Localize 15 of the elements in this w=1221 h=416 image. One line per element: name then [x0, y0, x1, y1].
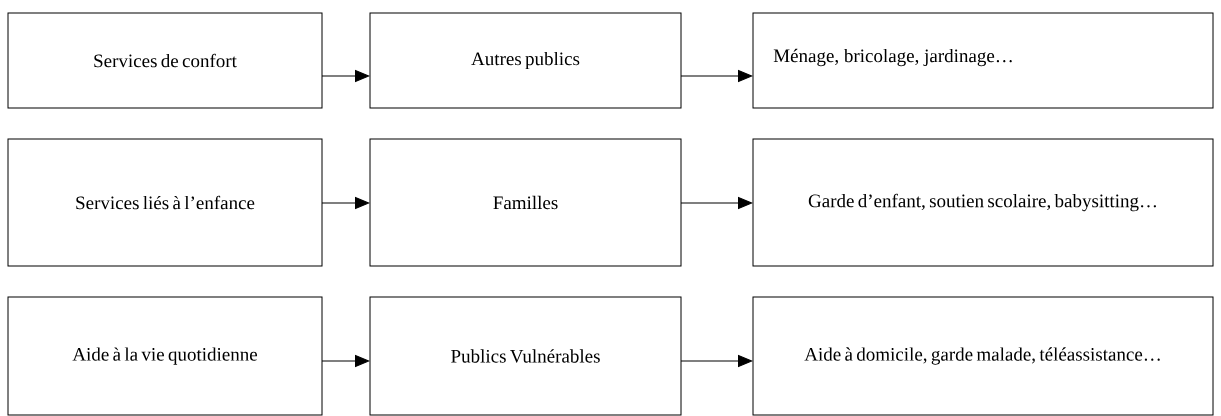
- service-box: Services de confort: [7, 12, 323, 109]
- arrow: [321, 70, 370, 82]
- arrow: [321, 355, 370, 367]
- service-box: Autres publics: [369, 12, 682, 109]
- arrow: [321, 197, 370, 209]
- service-box: Aide à domicile, garde malade, téléassistance…: [752, 296, 1214, 416]
- service-box: Services liés à l’enfance: [7, 138, 323, 267]
- arrow: [680, 355, 753, 367]
- service-box: Familles: [369, 138, 682, 267]
- arrow: [680, 70, 753, 82]
- service-box: Garde d’enfant, soutien scolaire, babysitting…: [752, 138, 1214, 267]
- service-box: Publics Vulnérables: [369, 296, 682, 416]
- service-box: Aide à la vie quotidienne: [7, 296, 323, 416]
- arrow: [680, 197, 753, 209]
- service-box: Ménage, bricolage, jardinage…: [752, 12, 1214, 109]
